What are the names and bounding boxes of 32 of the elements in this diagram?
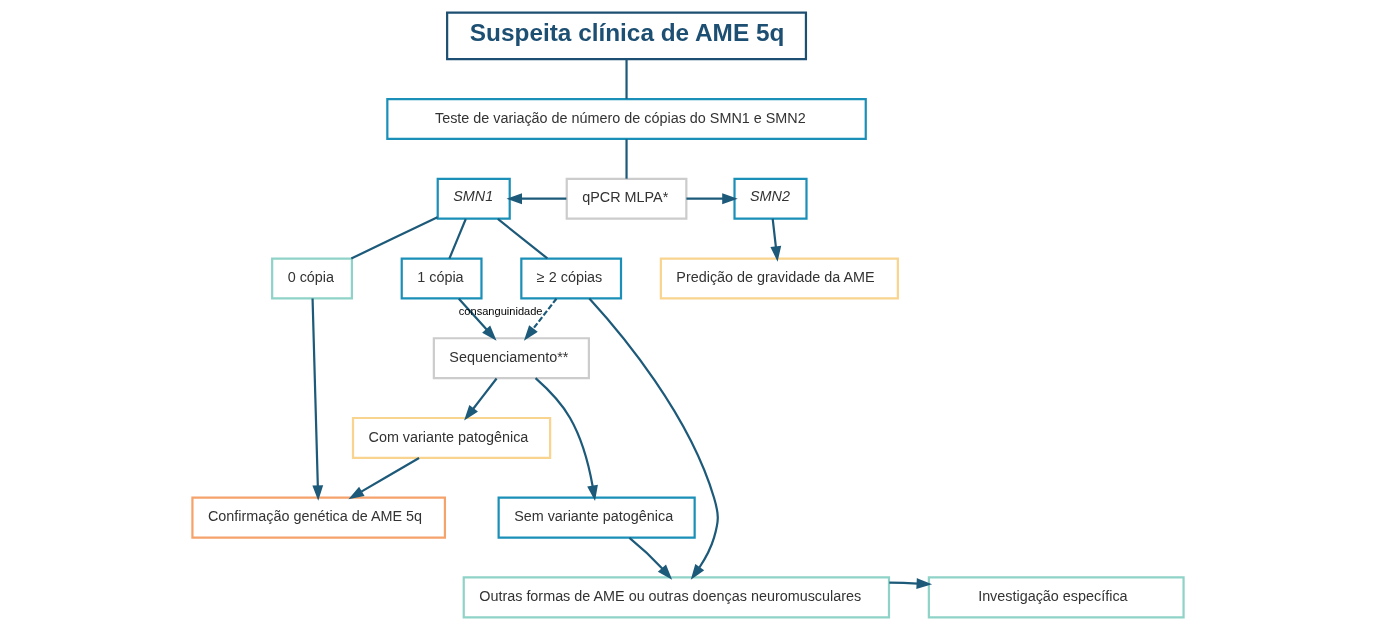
arrow [348,457,420,500]
connector [350,216,438,260]
connector [497,218,549,260]
node-box: Confirmação genética de AME 5q [191,496,447,539]
node-box: 0 cópia [271,257,353,300]
node-box: 1 cópia [400,257,483,300]
node-box: Suspeita clínica de AME 5q [446,11,808,61]
arrow [506,193,567,205]
node-box: ≥ 2 cópias [520,257,623,300]
arrow [464,377,498,421]
node-box: Predição de gravidade da AME [659,257,899,300]
connector [448,218,467,259]
node-box: Investigação específica [927,576,1185,619]
arrow [458,298,497,341]
node-box: SMN2 [733,177,808,220]
node-box: Teste de variação de número de cópias do SMN1 e SMN2 [386,97,867,141]
arrow [588,297,719,580]
node-box: qPCR MLPA* [565,177,688,220]
arrow [889,578,933,589]
node-box: SMN1 [436,177,511,220]
connector [625,139,628,179]
connector [625,59,628,99]
node-box: Sem variante patogênica [497,496,696,539]
arrow [628,537,673,580]
node-box: Com variante patogênica [351,416,552,459]
arrow [311,298,324,501]
arrow [686,193,738,205]
arrow [770,218,782,262]
arrow [523,298,558,341]
arrow [534,377,598,501]
node-box: Sequenciamento** [432,337,590,380]
node-box: Outras formas de AME ou outras doenças neuromusculares [462,576,891,619]
